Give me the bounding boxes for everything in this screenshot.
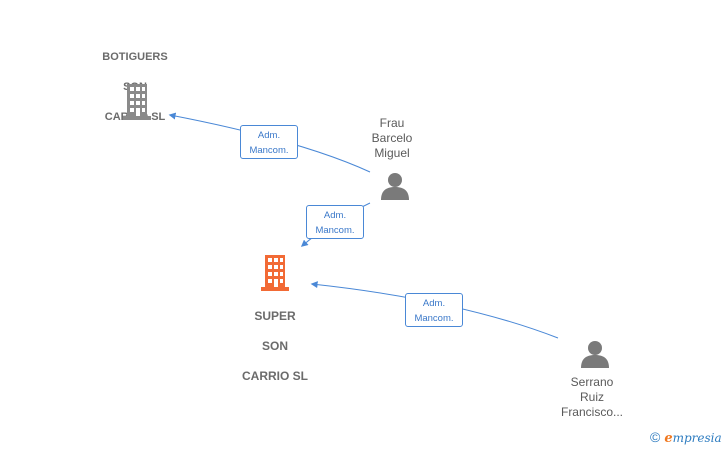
- person-icon[interactable]: [380, 171, 410, 201]
- company-label-super[interactable]: SUPER SON CARRIO SL: [242, 309, 308, 383]
- building-icon[interactable]: [259, 255, 291, 291]
- edge-label-serrano-super[interactable]: Adm. Mancom.: [405, 293, 463, 327]
- copyright-icon: ©: [650, 429, 661, 445]
- person-label-serrano[interactable]: Serrano Ruiz Francisco...: [560, 375, 623, 419]
- person-icon[interactable]: [580, 339, 610, 369]
- person-label-frau[interactable]: Frau Barcelo Miguel: [371, 116, 413, 160]
- brand-footer: ©empresia: [650, 429, 722, 446]
- brand-initial: e: [664, 431, 673, 446]
- brand-name: mpresia: [672, 431, 722, 445]
- edge-label-frau-super[interactable]: Adm. Mancom.: [306, 205, 364, 239]
- edge-label-frau-botiguers[interactable]: Adm. Mancom.: [240, 125, 298, 159]
- building-icon[interactable]: [121, 84, 153, 120]
